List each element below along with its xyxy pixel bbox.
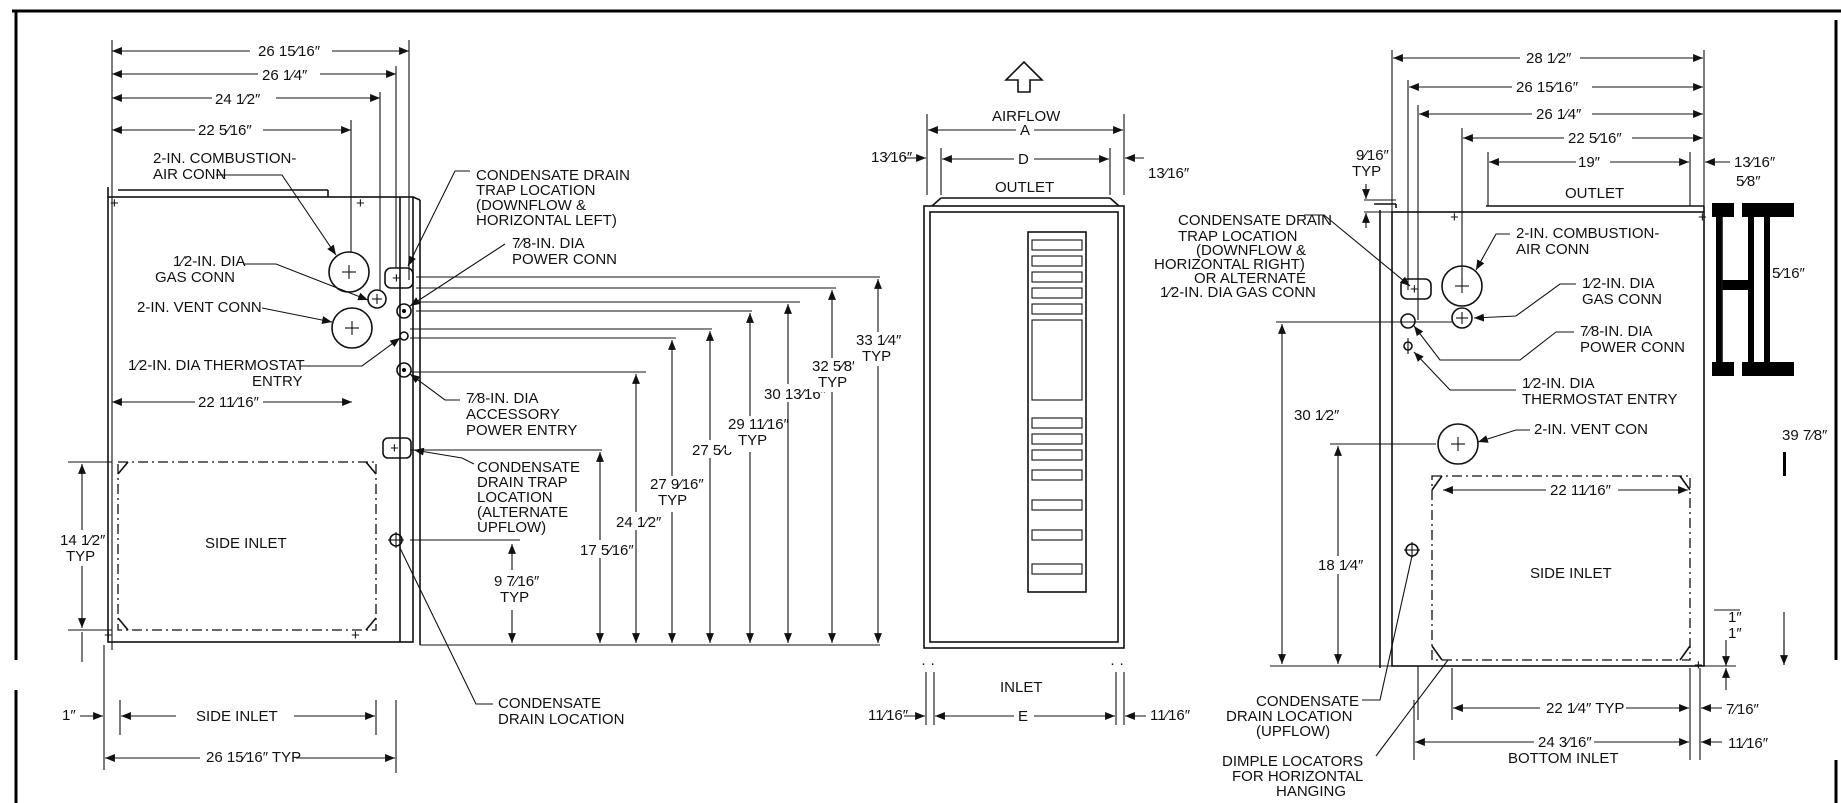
left-dim-right-1: 17 5⁄16″: [580, 542, 634, 559]
front-outlet-label: OUTLET: [995, 179, 1054, 196]
front-dim-right-top: 13⁄16″: [1148, 165, 1190, 182]
front-louver-panel: [1027, 231, 1087, 593]
right-dim-top-2: 26 15⁄16″: [1516, 79, 1579, 96]
front-airflow-label: AIRFLOW: [992, 108, 1061, 125]
page-border: [12, 9, 1841, 803]
left-dim-9: 9 7⁄16″TYP: [494, 573, 540, 606]
right-dim-small-top: 13⁄16″: [1734, 154, 1776, 171]
svg-text:+: +: [104, 627, 113, 644]
left-dim-right-3: 27 9⁄16″TYP: [650, 476, 704, 509]
right-dim-1116: 11⁄16″: [1728, 735, 1769, 752]
left-vent-circle: [331, 307, 373, 349]
front-dim-right-bottom: 11⁄16″: [1150, 707, 1191, 724]
left-dim-right-5: 29 11⁄16″TYP: [728, 416, 790, 449]
right-bottom-inlet-label: BOTTOM INLET: [1508, 750, 1619, 767]
left-dim-right-7: 32 5⁄8″TYP: [812, 358, 858, 391]
hanging-bracket: 5⁄16″: [1712, 203, 1806, 376]
left-dim-top-2: 26 1⁄4″: [262, 67, 308, 84]
left-side-inlet-outline: [117, 461, 377, 631]
left-power-circle: [396, 303, 412, 319]
right-gas-circle: [1451, 307, 1473, 329]
right-dim-top-1: 28 1⁄2″: [1526, 50, 1572, 67]
right-dim-916: 9⁄16″TYP: [1352, 147, 1390, 180]
right-dim-top-5: 19″: [1578, 154, 1601, 171]
left-dim-bottom: 26 15⁄16″ TYP: [206, 749, 301, 766]
right-combustion-air-circle: [1441, 265, 1483, 307]
front-d-label: D: [1018, 151, 1029, 168]
right-side-inlet-label: SIDE INLET: [1530, 565, 1612, 582]
right-dim-18: 18 1⁄4″: [1318, 557, 1364, 574]
right-dim-1b: 1″: [1728, 625, 1742, 642]
svg-text:+: +: [351, 627, 360, 644]
right-dim-top-4: 22 5⁄16″: [1568, 130, 1622, 147]
left-combustion-air-label: 2-IN. COMBUSTION-AIR CONN: [153, 150, 296, 183]
left-side-inlet-height: 14 1⁄2″TYP: [60, 532, 106, 565]
left-dim-top-3: 24 1⁄2″: [215, 91, 261, 108]
left-side-view: + + + + + + SIDE INLET: [58, 40, 902, 773]
svg-text:+: +: [356, 195, 365, 212]
right-dim-small-top2: 5⁄8″: [1736, 173, 1761, 190]
front-dim-left-bottom: 11⁄16″: [868, 707, 909, 724]
right-vent-circle: [1437, 423, 1479, 465]
left-dim-1: 1″: [62, 707, 76, 724]
right-dim-716-side: 5⁄16″: [1772, 265, 1806, 282]
right-dim-22-14: 22 1⁄4″ TYP: [1546, 700, 1624, 717]
svg-text:· ·: · ·: [1110, 655, 1124, 672]
svg-text:+: +: [1694, 657, 1703, 674]
left-dim-top-1: 26 15⁄16″: [258, 43, 321, 60]
right-vent-conn-label: 2-IN. VENT CON: [1534, 421, 1648, 438]
right-condensate-trap: [1400, 278, 1432, 300]
front-a-label: A: [1020, 122, 1030, 139]
front-inlet-label: INLET: [1000, 679, 1043, 696]
right-dim-3978: 39 7⁄8″: [1782, 427, 1828, 444]
left-side-inlet-label: SIDE INLET: [205, 535, 287, 552]
left-condensate-trap: [384, 267, 414, 289]
right-side-inlet-outline: [1431, 475, 1691, 661]
left-side-inlet-bottom: SIDE INLET: [196, 708, 278, 725]
airflow-arrow-icon: [1004, 60, 1044, 93]
front-e-label: E: [1018, 708, 1028, 725]
right-dim-1a: 1″: [1728, 609, 1742, 626]
svg-text:+: +: [1450, 209, 1459, 226]
left-dim-right-8: 33 1⁄4″TYP: [856, 332, 902, 365]
front-dim-left-top: 13⁄16″: [871, 149, 913, 166]
left-dim-right-2: 24 1⁄2″: [616, 514, 662, 531]
right-dim-30: 30 1⁄2″: [1294, 407, 1340, 424]
svg-text:+: +: [390, 440, 399, 457]
right-cabinet: [1391, 211, 1705, 667]
svg-text:+: +: [1698, 209, 1707, 226]
left-cabinet: [107, 196, 414, 643]
front-view: AIRFLOW A D 13⁄16″ 13⁄16″ OUTLET: [868, 60, 1191, 725]
svg-text:+: +: [110, 195, 119, 212]
left-dim-top-4: 22 5⁄16″: [198, 122, 252, 139]
left-dim-mid: 22 11⁄16″: [198, 394, 260, 411]
svg-text:· ·: · ·: [921, 655, 935, 672]
right-dim-716: 7⁄16″: [1726, 701, 1760, 718]
right-dim-top-3: 26 1⁄4″: [1536, 106, 1582, 123]
svg-text:+: +: [1410, 281, 1419, 298]
left-vent-conn-label: 2-IN. VENT CONN: [137, 299, 262, 316]
right-combustion-air-label: 2-IN. COMBUSTION-AIR CONN: [1516, 225, 1659, 258]
left-gas-circle: [367, 289, 387, 309]
front-cabinet: [923, 205, 1125, 649]
right-dim-22: 22 11⁄16″: [1550, 482, 1612, 499]
svg-text:+: +: [392, 270, 401, 287]
right-side-view: + + + 28 1⁄2″ 26 15⁄16″ 26 1⁄4″ 22 5⁄16″…: [1154, 49, 1828, 800]
right-outlet-label: OUTLET: [1565, 185, 1624, 202]
right-dim-24: 24 3⁄16″: [1538, 734, 1592, 751]
